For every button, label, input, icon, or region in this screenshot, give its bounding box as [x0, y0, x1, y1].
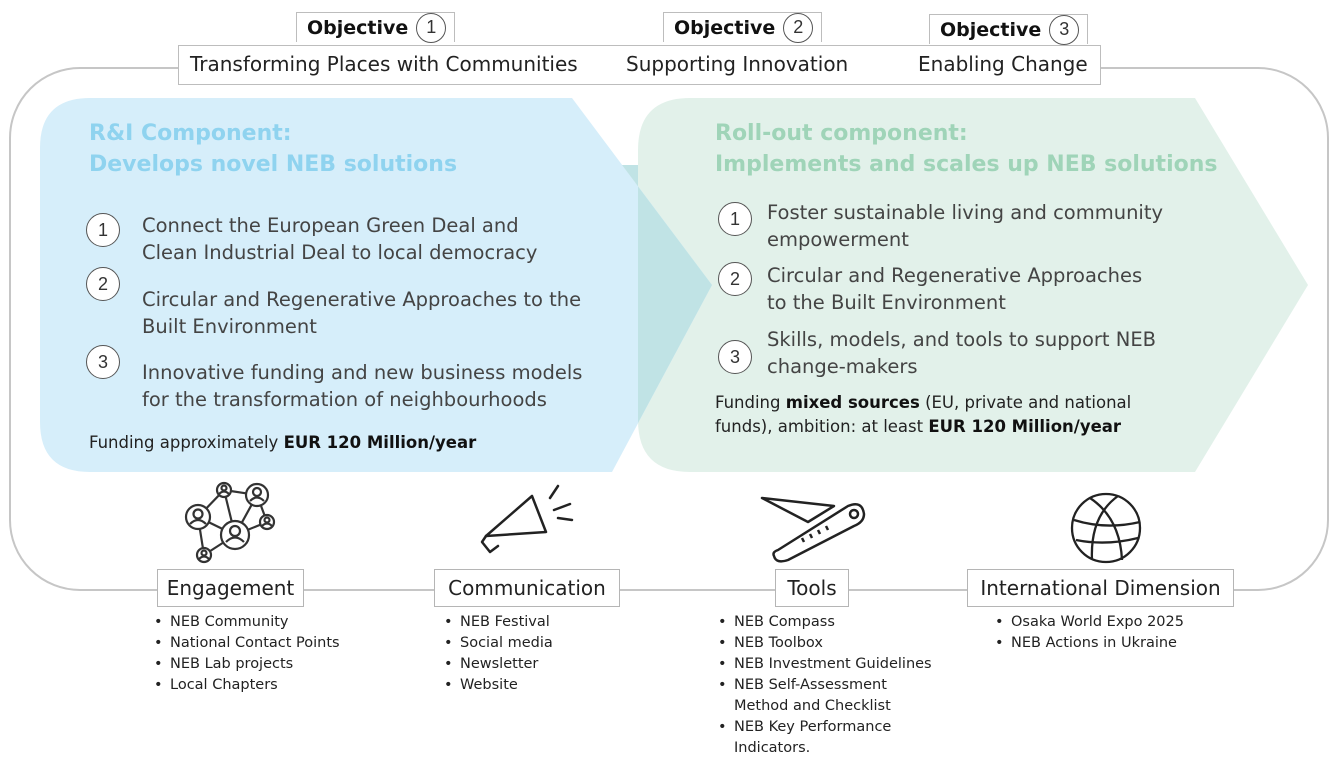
rollout-item-1-line2: empowerment: [767, 228, 909, 251]
communication-list: NEB Festival Social media Newsletter Web…: [442, 612, 553, 696]
engagement-item: NEB Community: [152, 612, 340, 633]
objective-3-label: Objective: [940, 18, 1042, 41]
objective-3-name: Enabling Change: [918, 52, 1088, 76]
objective-1-number: 1: [416, 12, 447, 43]
ri-title-line2: Develops novel NEB solutions: [89, 152, 458, 177]
rollout-item-3-number: 3: [718, 340, 752, 374]
objective-2-tab: Objective 2: [663, 12, 823, 43]
rollout-title-line1: Roll-out component:: [715, 121, 968, 146]
ri-item-2-line2: Built Environment: [142, 315, 317, 338]
objective-2-label: Objective: [674, 16, 776, 39]
engagement-item: National Contact Points: [152, 633, 340, 654]
ri-component-title: R&I Component: Develops novel NEB soluti…: [89, 118, 457, 180]
rollout-component-title: Roll-out component: Implements and scale…: [715, 118, 1218, 180]
rollout-item-3-line2: change-makers: [767, 355, 918, 378]
overlap-shape: [622, 165, 712, 423]
tools-item: NEB Toolbox: [716, 633, 956, 654]
objective-2-name: Supporting Innovation: [626, 52, 849, 76]
ri-item-1-line2: Clean Industrial Deal to local democracy: [142, 241, 538, 264]
rollout-item-2-line2: to the Built Environment: [767, 291, 1006, 314]
objective-3-number: 3: [1049, 14, 1080, 45]
communication-item: Social media: [442, 633, 553, 654]
objective-1-label: Objective: [307, 16, 409, 39]
rollout-funding-amount: EUR 120 Million/year: [928, 417, 1122, 436]
rollout-item-2-line1: Circular and Regenerative Approaches: [767, 264, 1143, 287]
rollout-funding-prefix: Funding: [715, 393, 786, 412]
objective-2-number: 2: [783, 12, 814, 43]
tools-item: NEB Self-Assessment Method and Checklist: [716, 675, 919, 717]
ri-item-2-number: 2: [86, 267, 120, 301]
ri-item-3: Innovative funding and new business mode…: [142, 359, 582, 413]
ri-item-1-number: 1: [86, 213, 120, 247]
pocket-knife-icon: [760, 496, 866, 563]
ri-funding-prefix: Funding approximately: [89, 433, 284, 452]
rollout-item-3-line1: Skills, models, and tools to support NEB: [767, 328, 1157, 351]
communication-item: Newsletter: [442, 654, 553, 675]
ri-funding-amount: EUR 120 Million/year: [283, 433, 477, 452]
communication-item: NEB Festival: [442, 612, 553, 633]
ri-title-line1: R&I Component:: [89, 121, 292, 146]
ri-item-2: Circular and Regenerative Approaches to …: [142, 286, 581, 340]
rollout-item-2: Circular and Regenerative Approaches to …: [767, 262, 1142, 316]
rollout-funding-line1: Funding mixed sources (EU, private and n…: [715, 391, 1131, 415]
pillar-communication-label: Communication: [434, 569, 620, 607]
engagement-item: NEB Lab projects: [152, 654, 340, 675]
pillar-international-label: International Dimension: [967, 569, 1234, 607]
objective-1-tab: Objective 1: [296, 12, 456, 43]
international-list: Osaka World Expo 2025 NEB Actions in Ukr…: [993, 612, 1184, 654]
rollout-title-line2: Implements and scales up NEB solutions: [715, 152, 1218, 177]
rollout-item-1-number: 1: [718, 202, 752, 236]
ri-item-3-line1: Innovative funding and new business mode…: [142, 361, 583, 384]
globe-icon: [1070, 492, 1142, 564]
engagement-list: NEB Community National Contact Points NE…: [152, 612, 340, 696]
engagement-item: Local Chapters: [152, 675, 340, 696]
rollout-funding-line2: funds), ambition: at least EUR 120 Milli…: [715, 415, 1131, 439]
rollout-funding-sources: mixed sources: [785, 393, 920, 412]
international-item: NEB Actions in Ukraine: [993, 633, 1184, 654]
ri-item-3-line2: for the transformation of neighbourhoods: [142, 388, 547, 411]
rollout-item-1: Foster sustainable living and community …: [767, 199, 1163, 253]
rollout-item-3: Skills, models, and tools to support NEB…: [767, 326, 1156, 380]
rollout-funding-line2-prefix: funds), ambition: at least: [715, 417, 929, 436]
ri-component-shape: [40, 98, 712, 472]
ri-funding: Funding approximately EUR 120 Million/ye…: [89, 431, 476, 455]
pillar-engagement-label: Engagement: [157, 569, 304, 607]
ri-item-1: Connect the European Green Deal and Clea…: [142, 212, 537, 266]
megaphone-icon: [480, 484, 574, 554]
rollout-funding: Funding mixed sources (EU, private and n…: [715, 391, 1131, 439]
tools-list: NEB Compass NEB Toolbox NEB Investment G…: [716, 612, 956, 759]
rollout-funding-mid: (EU, private and national: [919, 393, 1132, 412]
ri-item-3-number: 3: [86, 345, 120, 379]
tools-item: NEB Investment Guidelines: [716, 654, 956, 675]
ri-item-1-line1: Connect the European Green Deal and: [142, 214, 519, 237]
objectives-bar: [178, 45, 1101, 85]
pillar-tools-label: Tools: [775, 569, 849, 607]
tools-item: NEB Compass: [716, 612, 956, 633]
tools-item: NEB Key Performance Indicators.: [716, 717, 919, 759]
objective-1-name: Transforming Places with Communities: [190, 52, 578, 76]
rollout-component-shape: [638, 98, 1308, 472]
network-people-icon: [184, 481, 276, 564]
objective-3-tab: Objective 3: [929, 14, 1089, 45]
international-item: Osaka World Expo 2025: [993, 612, 1184, 633]
ri-item-2-line1: Circular and Regenerative Approaches to …: [142, 288, 582, 311]
rollout-item-1-line1: Foster sustainable living and community: [767, 201, 1164, 224]
communication-item: Website: [442, 675, 553, 696]
rollout-item-2-number: 2: [718, 262, 752, 296]
